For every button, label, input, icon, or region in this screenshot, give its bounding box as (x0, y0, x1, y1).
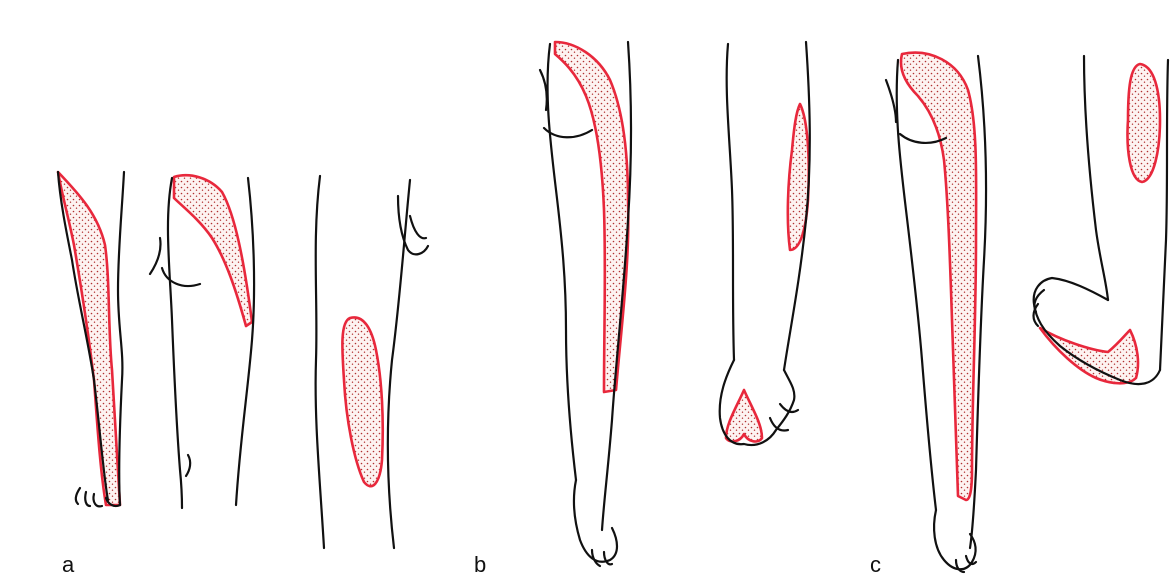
panel-c-posterior-zone (901, 53, 976, 500)
panel-a-posterior-zone (174, 175, 252, 326)
panel-c-leg-ankle (1034, 56, 1169, 384)
panel-b-leg-posterior (540, 42, 631, 566)
panel-a-leg-posterior (150, 175, 254, 508)
panel-a-anterior-zone (342, 317, 382, 486)
panel-a-leg-anterior (316, 176, 428, 548)
panel-label-b: b (474, 552, 486, 578)
panel-c-heel-zone (1040, 328, 1138, 383)
panel-c-leg-posterior (886, 53, 986, 572)
panel-b-leg-lateral (720, 42, 810, 445)
panel-c-calf-zone (1128, 64, 1160, 182)
panel-a-leg-lateral (58, 172, 124, 506)
panel-c (886, 53, 1168, 572)
panel-label-c: c (870, 552, 881, 578)
panel-label-a: a (62, 552, 74, 578)
panel-b-foot-zone (726, 390, 762, 441)
panel-a-lateral-zone (58, 172, 120, 505)
panel-b (540, 42, 810, 566)
panel-a (58, 172, 428, 548)
